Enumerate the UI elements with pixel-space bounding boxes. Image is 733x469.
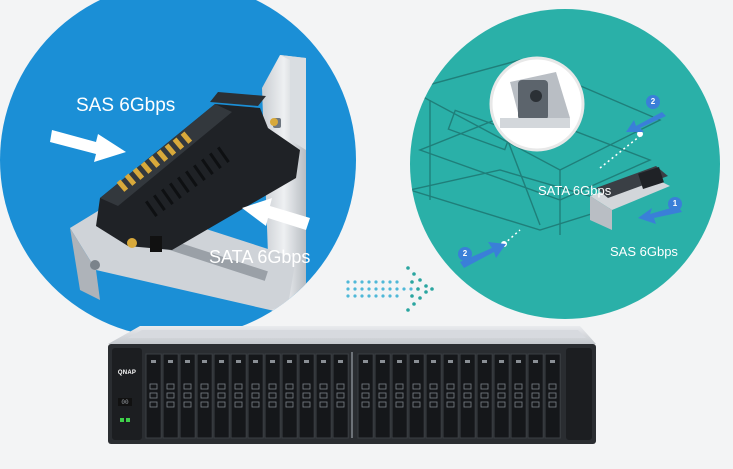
drive-bay[interactable] [425,353,442,439]
drive-bay[interactable] [527,353,544,439]
drive-bay[interactable] [315,353,332,439]
zoom-callout [489,56,585,152]
right-ear [566,348,592,440]
drive-bay[interactable] [374,353,391,439]
arrow-icon [460,112,682,268]
drive-bay[interactable] [247,353,264,439]
arrow-icon [50,130,310,230]
drive-bay[interactable] [230,353,247,439]
qnap-logo: QNAP [117,370,137,376]
drive-bay[interactable] [264,353,281,439]
drive-bay[interactable] [357,353,374,439]
sas-adapter-module [590,166,670,230]
connector-board [96,92,300,252]
sas-6gbps-label: SAS 6Gbps [76,95,176,116]
step-badge-2b [458,247,472,261]
drive-bay[interactable] [510,353,527,439]
drive-bay[interactable] [476,353,493,439]
drive-bay[interactable] [332,353,349,439]
drive-bay[interactable] [442,353,459,439]
drive-bay[interactable] [162,353,179,439]
tray-sata-6gbps-label: SATA 6Gbps [538,183,612,198]
drive-bay[interactable] [493,353,510,439]
step-number-2b: 2 [462,249,468,258]
drive-bay[interactable] [213,353,230,439]
left-ear [112,348,142,440]
drive-bay[interactable] [408,353,425,439]
step-number-2: 2 [650,97,656,106]
status-readout: 00 [121,399,129,406]
sata-6gbps-label: SATA 6Gbps [209,247,311,267]
step-badge-1 [668,197,682,211]
drive-bay[interactable] [544,353,561,439]
drive-bay[interactable] [298,353,315,439]
drive-bay[interactable] [281,353,298,439]
step-badge-2 [646,95,660,109]
drive-bay[interactable] [196,353,213,439]
step-number-1: 1 [672,199,678,208]
left-sas-sata-panel [0,0,356,338]
dotted-arrow-icon [346,266,434,312]
right-drive-tray-panel [410,9,720,319]
drive-bay[interactable] [459,353,476,439]
drive-bay[interactable] [179,353,196,439]
nas-chassis [108,326,596,444]
drive-bay[interactable] [145,353,162,439]
right-circle-background [410,9,720,319]
drive-bay[interactable] [391,353,408,439]
tray-sas-6gbps-label: SAS 6Gbps [610,244,678,259]
